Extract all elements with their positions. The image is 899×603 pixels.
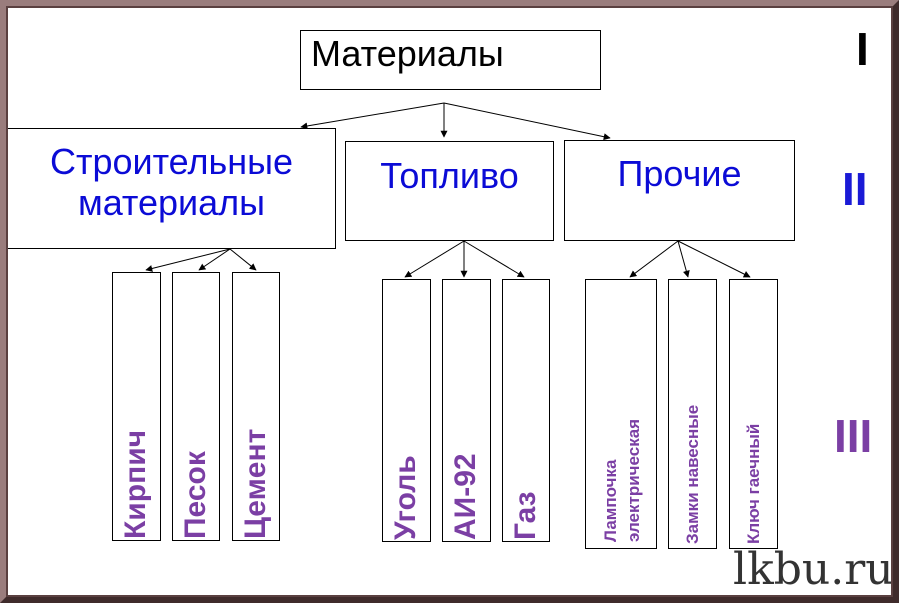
leaf-node-cement: Цемент bbox=[232, 272, 280, 541]
leaf-label-line: Лампочка bbox=[601, 459, 620, 542]
arrow-to-kirpich bbox=[145, 248, 231, 272]
category-node-other: Прочие bbox=[564, 140, 795, 241]
category-label-line: Строительные bbox=[49, 141, 294, 182]
category-label: Топливо bbox=[380, 155, 519, 196]
level-marker-iii: III bbox=[834, 410, 873, 462]
category-label-line: материалы bbox=[77, 182, 266, 224]
connector-arrows bbox=[145, 102, 751, 278]
leaf-label: Цемент bbox=[239, 428, 272, 539]
category-label: Строительные материалы bbox=[8, 141, 335, 224]
leaf-node-lampochka: Лампочка электрическая bbox=[585, 279, 657, 549]
level-marker-ii: II bbox=[842, 163, 868, 215]
category-node-construction: Строительные материалы bbox=[7, 128, 336, 249]
watermark: lkbu.ru bbox=[733, 544, 894, 595]
leaf-node-ai92: АИ-92 bbox=[442, 279, 491, 542]
leaf-node-kirpich: Кирпич bbox=[112, 272, 161, 541]
arrow-to-cement bbox=[229, 248, 257, 271]
leaf-label: Песок bbox=[179, 451, 212, 539]
leaf-node-klyuch: Ключ гаечный bbox=[729, 279, 778, 549]
root-label: Материалы bbox=[311, 33, 504, 74]
leaf-node-pesok: Песок bbox=[172, 272, 220, 541]
leaf-label: Замки навесные bbox=[683, 404, 702, 544]
arrow-root-to-other bbox=[443, 102, 611, 141]
leaf-label: Кирпич bbox=[119, 429, 152, 539]
leaf-label: Газ bbox=[509, 491, 542, 540]
arrow-to-ugol bbox=[404, 240, 465, 278]
root-node: Материалы bbox=[300, 30, 601, 90]
leaf-label: Уголь bbox=[389, 455, 422, 540]
arrow-to-klyuch bbox=[677, 240, 751, 278]
category-label: Прочие bbox=[617, 153, 742, 194]
leaf-label: Лампочка электрическая bbox=[600, 419, 646, 542]
leaf-label: Ключ гаечный bbox=[744, 423, 763, 544]
arrow-to-pesok bbox=[198, 248, 231, 271]
arrow-to-gaz bbox=[463, 240, 525, 278]
leaf-label: АИ-92 bbox=[449, 453, 482, 540]
arrow-to-lampochka bbox=[629, 240, 679, 278]
level-marker-i: I bbox=[856, 23, 869, 75]
leaf-node-ugol: Уголь bbox=[382, 279, 431, 542]
arrow-root-to-construction bbox=[300, 102, 445, 130]
category-node-fuel: Топливо bbox=[345, 141, 554, 241]
leaf-node-gaz: Газ bbox=[502, 279, 550, 542]
arrow-to-zamki bbox=[677, 240, 690, 278]
leaf-node-zamki: Замки навесные bbox=[668, 279, 717, 549]
leaf-label-line: электрическая bbox=[623, 418, 643, 542]
